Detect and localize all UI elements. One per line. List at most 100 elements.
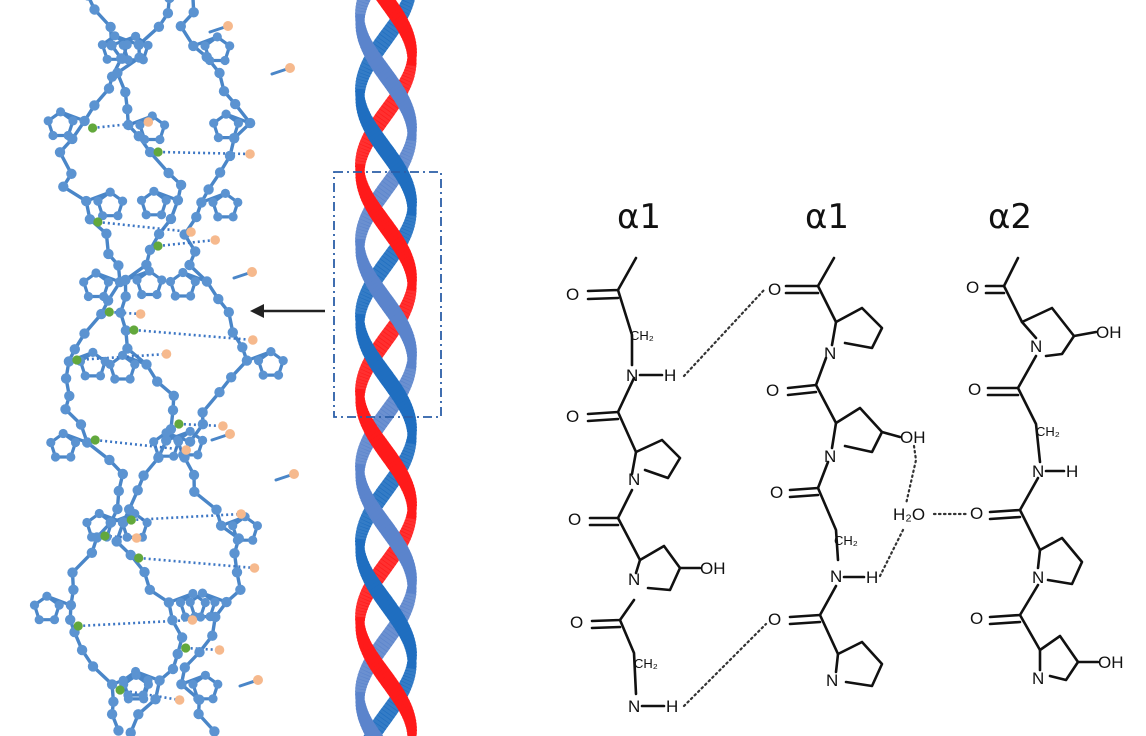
chain-labels: α1 α1 α2 — [617, 197, 1032, 237]
model-atom-oxygen — [225, 429, 235, 439]
atom-oh-c1: OH — [700, 559, 726, 578]
helix-strand-2-segment — [355, 531, 368, 538]
model-atom — [185, 426, 195, 436]
model-atom — [163, 597, 175, 608]
model-atom — [190, 246, 201, 257]
model-atom — [156, 210, 167, 220]
model-atom — [144, 584, 155, 595]
model-atom — [188, 40, 199, 52]
model-atom — [178, 267, 188, 278]
model-atom — [208, 197, 218, 207]
helix-strand-1-segment — [401, 524, 415, 533]
helix-strand-3-segment — [355, 252, 367, 259]
helix-strand-3-segment — [362, 46, 378, 58]
helix-strand-2-segment — [355, 552, 367, 559]
helix-strand-1-segment — [402, 296, 415, 305]
helix-strand-2-segment — [400, 224, 415, 233]
model-atom — [113, 260, 124, 271]
model-atom — [229, 133, 240, 144]
helix-strand-1-segment — [369, 207, 385, 221]
helix-strand-1-segment — [363, 424, 379, 436]
helix-strand-1-segment — [380, 222, 396, 236]
model-atom-nitrogen — [72, 355, 82, 365]
model-atom — [125, 374, 135, 384]
model-atom — [194, 694, 205, 705]
model-atom — [60, 404, 71, 415]
helix-strand-2-segment — [402, 221, 415, 230]
helix-strand-3-segment — [361, 43, 376, 54]
helix-strand-1-segment — [361, 193, 376, 204]
model-atom — [66, 168, 77, 179]
model-atom — [137, 289, 147, 300]
helix-strand-2-segment — [385, 699, 401, 713]
helix-strand-2-segment — [356, 71, 370, 80]
model-atom — [167, 615, 178, 626]
model-atom-oxygen — [174, 695, 185, 705]
pointer-arrow — [250, 304, 325, 318]
chain-2-structure: O N O N OH O CH₂ N H O N — [766, 256, 926, 690]
helix-strand-2-segment — [381, 252, 398, 266]
helix-strand-2-segment — [401, 0, 415, 5]
model-atom — [111, 536, 122, 547]
chain-label-alpha1-middle: α1 — [805, 197, 849, 237]
model-atom — [200, 670, 210, 680]
model-atom — [184, 436, 196, 447]
helix-strand-1-segment — [358, 413, 372, 423]
model-atom — [197, 588, 208, 598]
model-atom — [120, 87, 131, 98]
model-atom — [173, 437, 184, 447]
helix-strand-1-segment — [383, 0, 399, 14]
model-atom — [214, 67, 225, 79]
model-atom — [117, 350, 128, 360]
atom-o-c3-1: O — [966, 278, 979, 297]
helix-strand-3-segment — [355, 684, 367, 691]
model-atom — [162, 8, 174, 19]
model-atom — [54, 147, 66, 158]
helix-strand-3-segment — [400, 149, 414, 159]
helix-strand-2-segment — [402, 410, 416, 419]
helix-strand-2-segment — [373, 489, 390, 503]
model-atom — [96, 308, 107, 320]
model-atom — [139, 566, 150, 578]
helix-strand-1-segment — [400, 257, 415, 266]
helix-strand-3-segment — [400, 602, 414, 612]
helix-strand-2-segment — [378, 483, 394, 497]
model-atom — [103, 83, 115, 94]
helix-strand-3-segment — [380, 405, 396, 419]
chain-label-alpha2: α2 — [988, 197, 1032, 237]
helix-strand-3-segment — [362, 724, 378, 736]
model-atom — [213, 212, 223, 222]
model-hbonds — [76, 120, 255, 702]
model-atom — [76, 644, 88, 656]
helix-strand-1-segment — [380, 555, 397, 569]
helix-strand-2-segment — [371, 492, 388, 506]
model-atom — [58, 181, 69, 192]
helix-strand-1-segment — [399, 479, 414, 489]
model-hbond — [158, 150, 251, 156]
helix-strand-3-segment — [372, 189, 389, 203]
helix-strand-3-segment — [357, 446, 371, 455]
model-atom — [118, 675, 128, 686]
model-atom — [161, 195, 171, 205]
model-hbond — [178, 422, 223, 428]
helix-strand-1-segment — [362, 196, 378, 208]
helix-strand-3-segment — [404, 594, 416, 602]
model-atom — [104, 454, 115, 466]
helix-strand-2-segment — [401, 674, 415, 683]
helix-strand-1-segment — [404, 267, 417, 274]
model-atom-nitrogen — [134, 553, 144, 563]
model-atom-nitrogen — [88, 123, 98, 133]
model-atom — [209, 118, 219, 128]
helix-strand-1-segment — [356, 146, 371, 155]
helix-strand-1-segment — [370, 660, 386, 674]
model-atom — [143, 40, 153, 50]
helix-strand-2-segment — [358, 65, 373, 75]
helix-strand-3-segment — [373, 288, 390, 302]
model-atom — [49, 615, 60, 625]
model-atom — [167, 405, 179, 416]
helix-strand-3-segment — [360, 436, 376, 447]
model-atom-oxygen — [253, 675, 263, 685]
helix-strand-3-segment — [357, 35, 371, 44]
atom-o-c3-4: O — [970, 609, 983, 628]
model-atom — [155, 134, 165, 145]
